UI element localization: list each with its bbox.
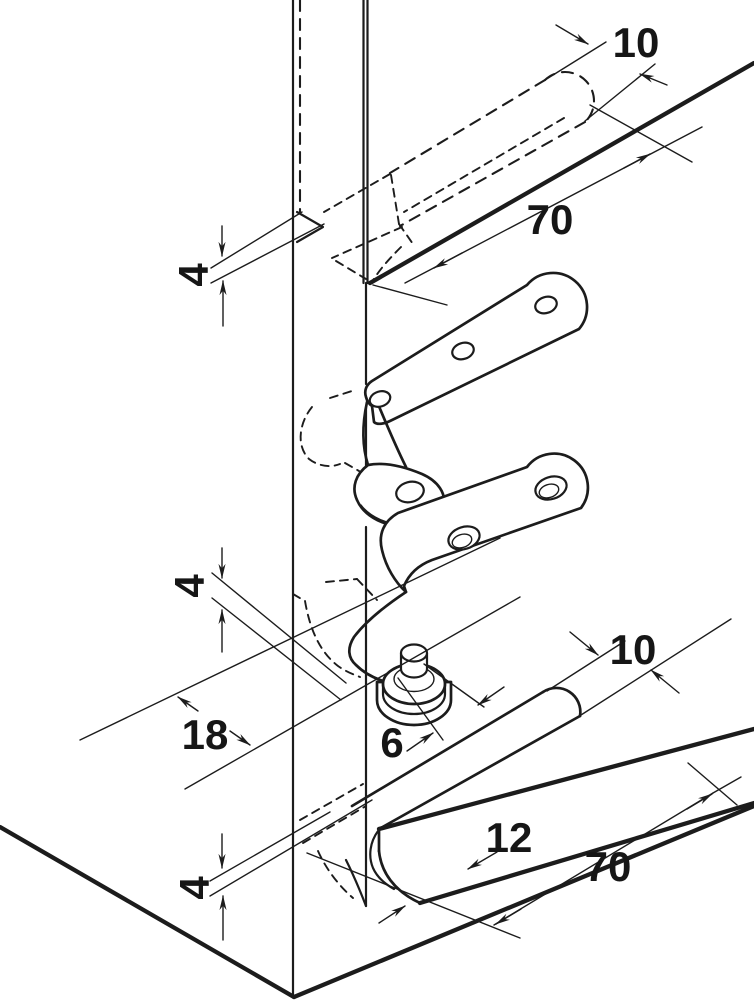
dim-label: 70 — [585, 843, 632, 890]
slot-end-arc — [543, 70, 595, 124]
upper-hinge-arm — [353, 271, 589, 528]
dim-mid-front-offset: 4 — [166, 547, 347, 701]
arrow — [433, 252, 463, 269]
plate-rounded-end — [541, 686, 582, 718]
upper-arm-bend-front — [376, 402, 408, 469]
arrow — [555, 24, 589, 45]
dim-top-front-offset: 4 — [170, 211, 325, 327]
arm-hole — [368, 390, 392, 408]
ext-line — [79, 537, 501, 741]
dim-label: 4 — [166, 574, 213, 598]
arrow — [569, 631, 599, 656]
dim-label: 10 — [610, 626, 657, 673]
dim-bottom-plate-width: 10 — [546, 618, 732, 716]
hidden-arm-wrap — [299, 406, 341, 467]
countersunk-hole-outer — [534, 475, 568, 501]
dim-pivot-setback: 18 — [79, 537, 521, 790]
dim-bottom-plate-length: 70 — [306, 762, 742, 939]
washer-rim — [381, 692, 447, 716]
lower-hinge-arm — [348, 452, 590, 683]
upper-arm-strap — [363, 271, 589, 426]
upper-arm-bend-back — [362, 400, 370, 467]
dim-label: 6 — [380, 719, 403, 766]
ext-line — [372, 284, 448, 306]
top-mortise-slot — [295, 70, 595, 283]
pivot-pin-washer — [375, 643, 453, 727]
floor-panel — [0, 803, 754, 1000]
cabinet-side-wall — [291, 0, 302, 998]
arrow — [650, 669, 680, 694]
pin-top — [399, 643, 429, 663]
middle-door-recess — [292, 390, 378, 678]
dim-pin-offset: 6 — [380, 663, 505, 766]
dim-label: 70 — [527, 196, 574, 243]
arrow — [378, 905, 406, 924]
floor-left-edge — [0, 824, 297, 1000]
lower-arm-wrap-outer — [348, 590, 408, 667]
arrow — [229, 730, 251, 746]
countersunk-hole-inner — [538, 483, 560, 499]
dim-label: 10 — [613, 19, 660, 66]
dim-bottom-plate-height: 12 — [378, 814, 533, 924]
dim-label: 4 — [171, 876, 218, 900]
bottom-pivot-plate — [350, 686, 754, 906]
pivot-hole — [395, 480, 425, 504]
arrow — [639, 73, 668, 86]
plate-front-top-edge — [376, 726, 754, 832]
ext-line — [306, 852, 521, 939]
arrow — [477, 686, 505, 706]
ext-line — [184, 596, 521, 790]
plate-front-bottom-edge — [417, 800, 754, 906]
countersunk-hole-inner — [451, 533, 473, 549]
dim-label: 4 — [170, 263, 217, 287]
top-panel-edge — [367, 60, 754, 286]
floor-right-edge — [291, 803, 754, 1000]
plate-top-rear-edge — [350, 690, 545, 808]
dim-label: 12 — [486, 814, 533, 861]
lower-arm-wrap-inner — [354, 663, 385, 683]
dim-line — [493, 792, 714, 926]
arm-hole — [534, 295, 558, 315]
dim-bottom-front-offset: 4 — [171, 799, 373, 941]
arrow — [623, 153, 651, 169]
plate-left-bottom-curve — [377, 849, 422, 905]
plate-top-front-edge — [377, 714, 582, 831]
arrow — [406, 732, 434, 752]
dim-top-slot-width: 10 — [544, 19, 668, 122]
ext-line — [687, 762, 738, 806]
recess-front-curve — [344, 858, 368, 908]
arrow — [495, 908, 522, 925]
ext-line — [589, 104, 693, 163]
arrow — [686, 793, 713, 810]
arrow — [467, 851, 498, 870]
bottom-floor-recess — [299, 783, 368, 908]
mortise-notch-wedge — [295, 210, 325, 244]
arrow — [177, 696, 199, 712]
arm-hole — [451, 341, 475, 361]
countersunk-hole-outer — [447, 525, 481, 551]
dim-top-slot-length: 70 — [372, 104, 703, 306]
dim-label: 18 — [182, 711, 229, 758]
